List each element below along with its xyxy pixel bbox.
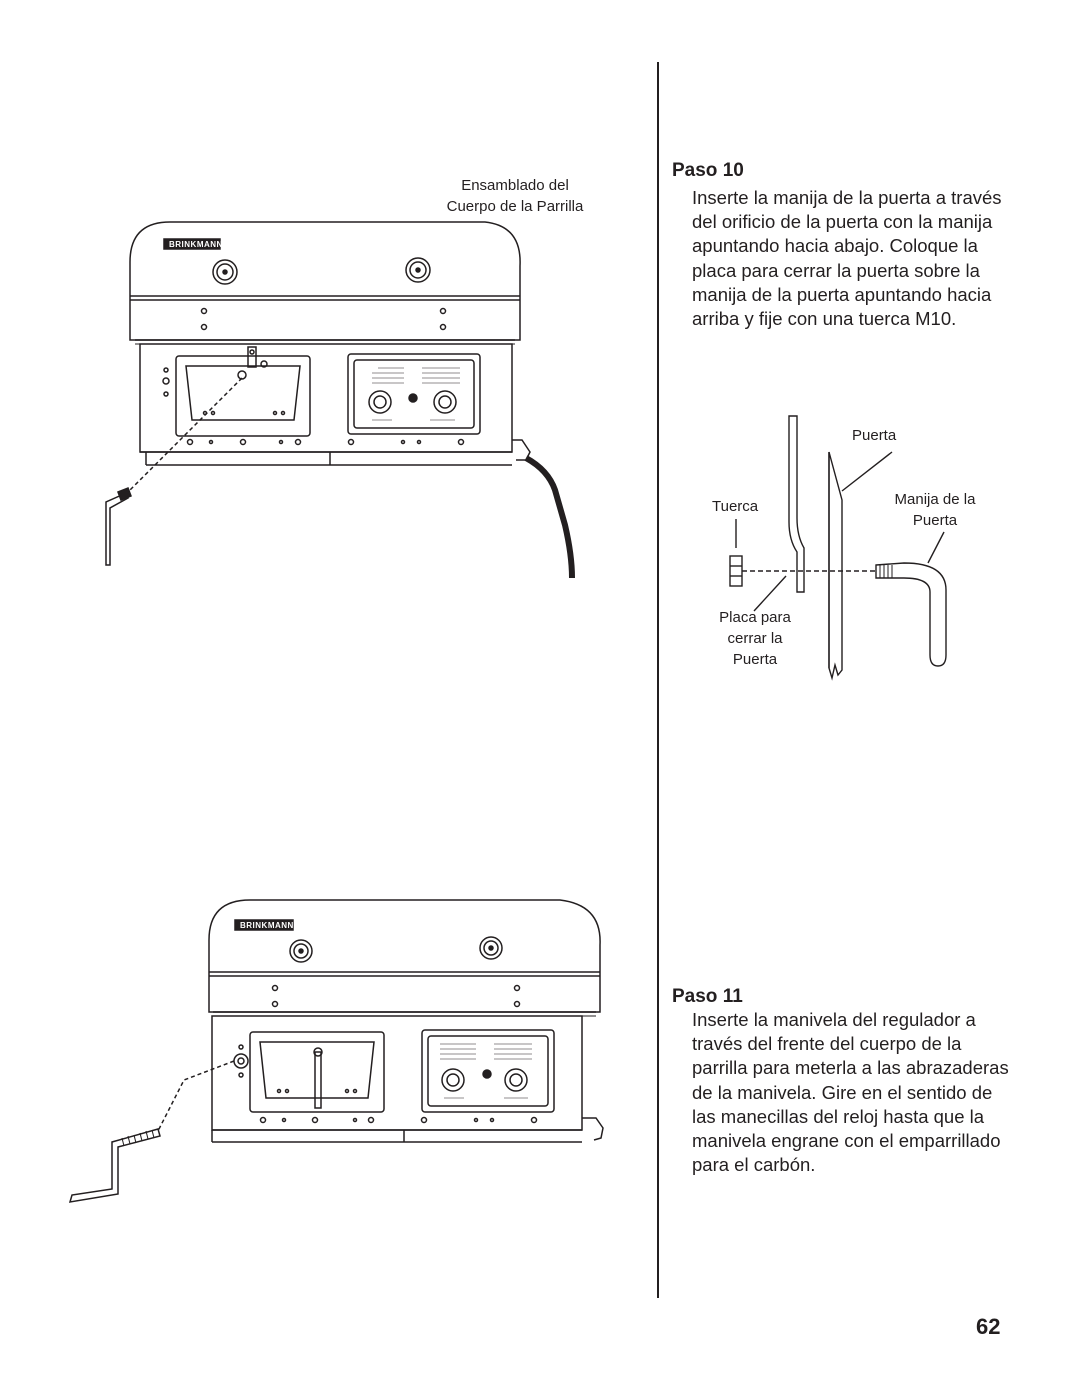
grill-body-label-line1: Ensamblado del bbox=[461, 177, 569, 194]
control-knob-left-bottom-icon bbox=[441, 1068, 465, 1092]
control-panel-bottom bbox=[421, 1029, 555, 1113]
control-knob-right-bottom-icon bbox=[504, 1068, 528, 1092]
gas-hose bbox=[524, 455, 575, 579]
door-label: Puerta bbox=[852, 427, 897, 444]
nut-part bbox=[729, 555, 743, 587]
step-10-title: Paso 10 bbox=[672, 160, 744, 181]
igniter-button-icon bbox=[408, 393, 418, 403]
crank-rod bbox=[314, 1051, 322, 1109]
door-plate-label: Placa para cerrar la Puerta bbox=[700, 607, 810, 670]
control-panel bbox=[347, 353, 481, 435]
door-lock-plate bbox=[788, 415, 805, 593]
door-handle-part bbox=[105, 493, 130, 566]
igniter-button-bottom-icon bbox=[482, 1069, 492, 1079]
thermometer-left-icon bbox=[212, 259, 238, 285]
door-handle-piece bbox=[875, 562, 947, 667]
door-plate-label-line2: cerrar la bbox=[727, 630, 783, 647]
control-knob-right-icon bbox=[433, 390, 457, 414]
door-handle-label: Manija de la Puerta bbox=[880, 489, 990, 531]
brand-logo-top: BRINKMANN bbox=[169, 240, 223, 249]
regulator-crank bbox=[68, 1128, 161, 1203]
nut-label: Tuerca bbox=[712, 498, 759, 515]
column-divider bbox=[657, 62, 659, 1298]
grill-body-bottom bbox=[211, 1015, 583, 1131]
door-handle-label-line1: Manija de la bbox=[894, 491, 976, 508]
thermometer-right-bottom-icon bbox=[479, 936, 503, 960]
thermometer-left-bottom-icon bbox=[289, 939, 313, 963]
brand-plate bbox=[163, 238, 221, 250]
grill-body-label: Ensamblado del Cuerpo de la Parrilla bbox=[420, 175, 610, 217]
door-handle-label-line2: Puerta bbox=[912, 512, 958, 529]
control-knob-left-icon bbox=[368, 390, 392, 414]
door-panel bbox=[828, 451, 843, 681]
grill-lid-bottom bbox=[208, 899, 601, 1013]
door-plate-label-line1: Placa para bbox=[719, 609, 791, 626]
page-number: 62 bbox=[976, 1314, 1001, 1339]
grill-lid bbox=[129, 221, 521, 341]
grill-door bbox=[175, 355, 311, 437]
brand-plate-bottom bbox=[234, 919, 294, 931]
grill-body-label-line2: Cuerpo de la Parrilla bbox=[446, 198, 584, 215]
thermometer-right-icon bbox=[405, 257, 431, 283]
door-plate-label-line3: Puerta bbox=[732, 651, 778, 668]
step-10-instructions: Inserte la manija de la puerta a través … bbox=[692, 187, 1002, 330]
step-11-title: Paso 11 bbox=[672, 986, 743, 1007]
brand-logo-bottom: BRINKMANN bbox=[240, 921, 294, 930]
step-11-instructions: Inserte la manivela del regulador a trav… bbox=[692, 1009, 1009, 1176]
